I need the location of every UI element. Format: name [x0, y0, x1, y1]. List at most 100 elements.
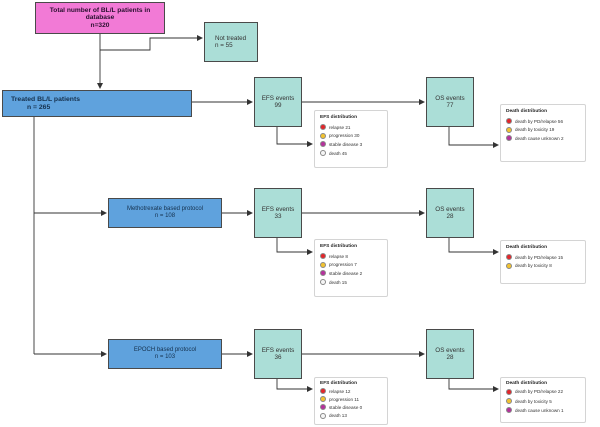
methotrexate-label: Methotrexate based protocol [126, 206, 204, 213]
item-text: death by PD/relapse 15 [515, 254, 564, 260]
item-text: death 13 [329, 413, 347, 419]
toxicity-dot-icon [506, 126, 512, 133]
arrow-efs-to-dist-2 [276, 238, 313, 255]
death-distribution-panel-3: Death distribution death by PD/relapse 2… [500, 377, 586, 423]
efs-distribution-title: EFS distribution [320, 115, 358, 120]
efs-events-value: 99 [274, 102, 282, 109]
death-distribution-title: Death distribution [506, 109, 548, 114]
list-item: stable disease 2 [320, 269, 382, 278]
treated-box: Treated BL/L patients n = 265 [2, 90, 192, 117]
not-treated-box: Not treated n = 55 [204, 22, 258, 62]
death-distribution-panel-2: Death distribution death by PD/relapse 1… [500, 240, 586, 284]
item-text: death by toxicity 8 [515, 263, 552, 269]
stable-disease-dot-icon [320, 404, 326, 411]
item-text: death by PD/relapse 22 [515, 389, 564, 395]
toxicity-dot-icon [506, 398, 512, 405]
item-text: death by toxicity 19 [515, 127, 555, 133]
methotrexate-box: Methotrexate based protocol n = 108 [108, 198, 222, 228]
list-item: relapse 12 [320, 387, 382, 395]
relapse-dot-icon [506, 254, 512, 261]
item-text: relapse 21 [329, 124, 351, 130]
unknown-dot-icon [506, 135, 512, 142]
total-patients-box: Total number of BL/L patients in databas… [35, 2, 165, 34]
list-item: progression 30 [320, 132, 382, 141]
os-events-value: 28 [446, 213, 454, 220]
os-events-box-1: OS events 77 [426, 77, 474, 127]
progression-dot-icon [320, 261, 326, 268]
efs-events-box-1: EFS events 99 [254, 77, 302, 127]
efs-events-value: 33 [274, 213, 282, 220]
epoch-count: n = 103 [154, 354, 176, 360]
item-text: progression 7 [329, 262, 357, 268]
death-dot-icon [320, 279, 326, 286]
list-item: stable disease 3 [320, 140, 382, 149]
os-events-value: 77 [446, 102, 454, 109]
list-item: death 45 [320, 149, 382, 158]
not-treated-count: n = 55 [215, 42, 233, 49]
relapse-dot-icon [320, 253, 326, 260]
arrow-os-to-dist-3 [448, 379, 499, 392]
toxicity-dot-icon [506, 262, 512, 269]
arrow-total-to-not-treated [100, 35, 203, 51]
os-events-label: OS events [435, 346, 465, 354]
efs-events-box-2: EFS events 33 [254, 188, 302, 238]
list-item: relapse 8 [320, 252, 382, 261]
item-text: death by PD/relapse 56 [515, 118, 564, 124]
relapse-dot-icon [320, 388, 326, 395]
item-text: stable disease 2 [329, 270, 363, 276]
item-text: relapse 12 [329, 388, 351, 394]
relapse-dot-icon [506, 388, 512, 395]
list-item: death by toxicity 19 [506, 126, 580, 135]
relapse-dot-icon [506, 118, 512, 125]
item-text: death cause unknown 1 [515, 407, 564, 413]
os-events-box-3: OS events 28 [426, 329, 474, 379]
epoch-box: EPOCH based protocol n = 103 [108, 339, 222, 369]
stable-disease-dot-icon [320, 270, 326, 277]
arrow-efs-to-dist-3 [276, 379, 313, 392]
item-text: death by toxicity 5 [515, 398, 552, 404]
total-line1: Total number of BL/L patients in [49, 6, 151, 14]
efs-events-box-3: EFS events 36 [254, 329, 302, 379]
list-item: death by toxicity 8 [506, 262, 580, 271]
item-text: death 15 [329, 279, 347, 285]
list-item: death by PD/relapse 56 [506, 117, 580, 126]
efs-distribution-panel-2: EFS distribution relapse 8 progression 7… [314, 239, 388, 297]
arrow-os-to-dist-2 [448, 238, 499, 255]
efs-distribution-title: EFS distribution [320, 381, 358, 386]
efs-events-label: EFS events [261, 205, 295, 213]
total-count: n=320 [90, 21, 110, 29]
list-item: death cause unknown 2 [506, 134, 580, 143]
efs-events-label: EFS events [261, 346, 295, 354]
list-item: relapse 21 [320, 123, 382, 132]
item-text: death 45 [329, 150, 347, 156]
death-distribution-panel-1: Death distribution death by PD/relapse 5… [500, 104, 586, 162]
progression-dot-icon [320, 396, 326, 403]
arrow-efs-to-dist-1 [276, 127, 313, 147]
item-text: death cause unknown 2 [515, 135, 564, 141]
os-events-label: OS events [435, 205, 465, 213]
stable-disease-dot-icon [320, 141, 326, 148]
item-text: progression 30 [329, 133, 360, 139]
efs-events-label: EFS events [261, 94, 295, 102]
list-item: death by PD/relapse 22 [506, 387, 580, 396]
efs-events-value: 36 [274, 354, 282, 361]
efs-distribution-panel-1: EFS distribution relapse 21 progression … [314, 110, 388, 168]
list-item: death by PD/relapse 15 [506, 253, 580, 262]
arrow-os-to-dist-1 [448, 127, 499, 148]
progression-dot-icon [320, 132, 326, 139]
total-line2: database [85, 14, 115, 22]
treated-label: Treated BL/L patients [11, 95, 80, 103]
list-item: death cause unknown 1 [506, 406, 580, 415]
death-distribution-title: Death distribution [506, 381, 548, 386]
item-text: stable disease 0 [329, 404, 363, 410]
epoch-label: EPOCH based protocol [133, 347, 197, 354]
not-treated-label: Not treated [215, 34, 247, 42]
treated-count: n = 265 [27, 103, 51, 111]
item-text: stable disease 3 [329, 141, 363, 147]
unknown-dot-icon [506, 407, 512, 414]
os-events-value: 28 [446, 354, 454, 361]
list-item: death 15 [320, 278, 382, 287]
item-text: relapse 8 [329, 253, 348, 259]
relapse-dot-icon [320, 124, 326, 131]
